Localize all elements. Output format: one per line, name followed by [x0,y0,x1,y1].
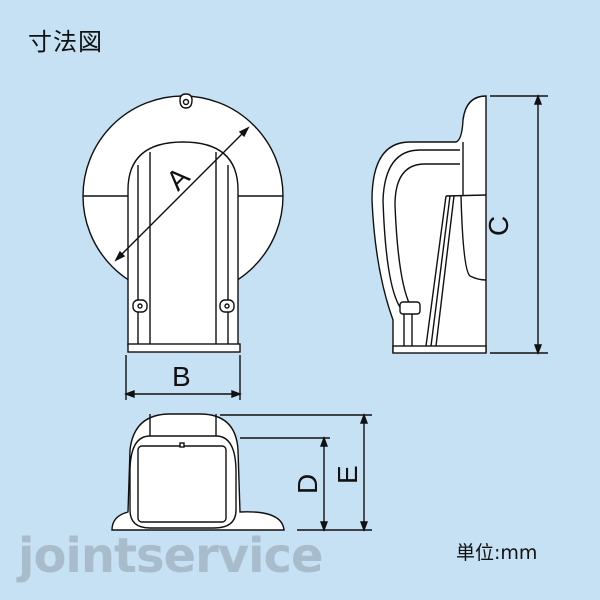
page-title: 寸法図 [28,28,103,56]
label-d: D [292,474,323,494]
unit-label: 単位:mm [456,542,538,564]
bottom-view [111,413,285,531]
label-c: C [483,216,514,236]
dimension-a [114,126,250,262]
front-view [82,93,284,353]
dimension-d-e [220,413,372,532]
watermark: jointservice [18,528,324,584]
dimension-c [490,94,548,355]
label-b: B [172,361,191,392]
dimension-b [124,355,242,400]
label-e: E [332,465,363,484]
side-view [371,95,487,354]
